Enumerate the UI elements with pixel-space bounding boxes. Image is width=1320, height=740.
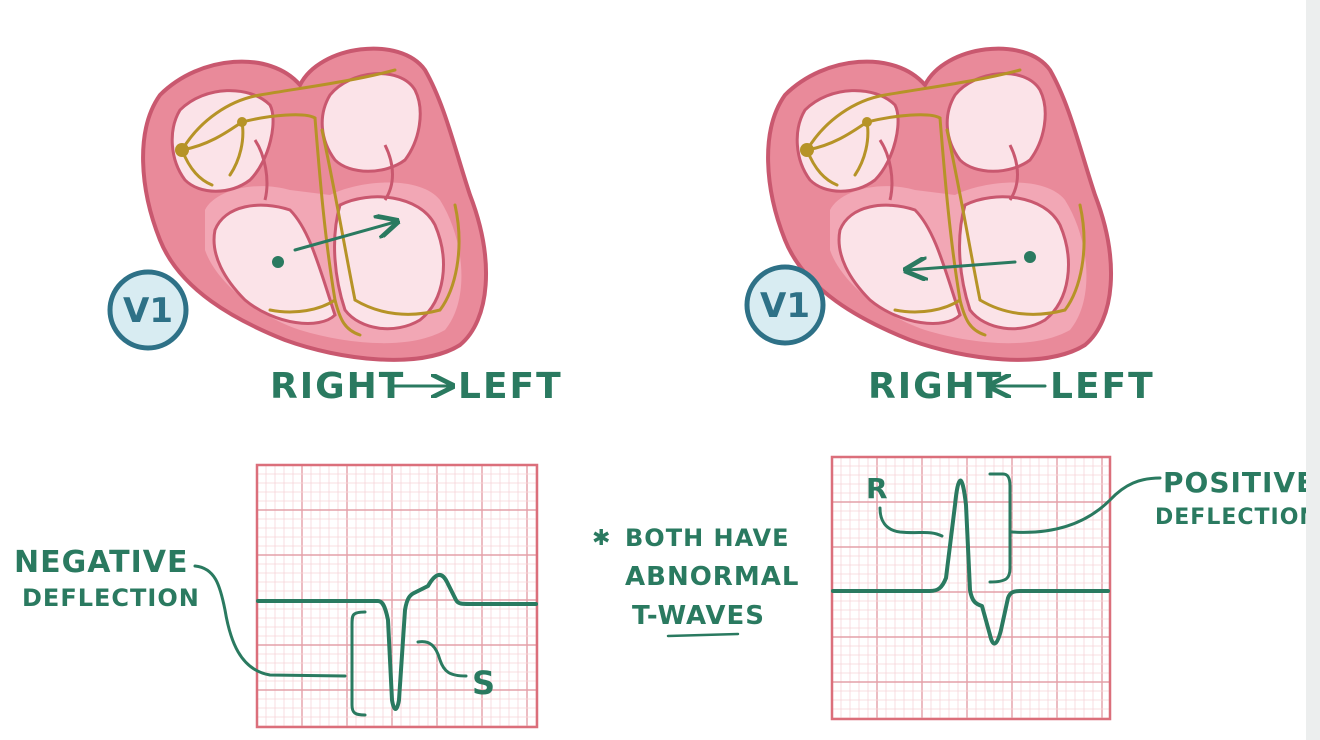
ecg-trace-negative [256,573,538,711]
direction-from-label: RIGHT [270,366,405,407]
heart-left [141,46,488,362]
heart-left-atrium [320,72,422,173]
av-node [237,117,247,127]
note-underline [666,632,740,638]
annotation-leader-line [1010,476,1162,534]
s-wave-label: S [472,664,497,702]
deflection-bracket [350,610,367,717]
vector-origin-dot [272,256,284,268]
window-edge [1306,0,1320,740]
note-star-icon: ✱ [592,526,611,551]
heart-left-ventricle [333,195,445,331]
ecg-grid-border [830,455,1112,721]
annotation-sub-label: DEFLECTION [1155,505,1319,530]
direction-from-label: RIGHT [868,366,1003,407]
note-line-1: BOTH HAVE [625,524,790,552]
ecg-grid-background [257,465,537,727]
sa-node [175,143,189,157]
heart-right [766,46,1113,362]
note-line-3: T-WAVES [632,601,765,631]
annotation-main-label: NEGATIVE [14,545,188,580]
note-line-2: ABNORMAL [625,562,799,592]
lead-label: V1 [123,291,173,331]
direction-to-label: LEFT [458,366,563,407]
annotation-leader-line [193,564,347,678]
direction-arrow-icon [293,222,395,252]
r-wave-label: R [866,472,890,505]
vector-origin-dot [1024,251,1036,263]
s-wave-leader [416,640,468,678]
ecg-grid-border [255,463,539,729]
deflection-bracket [988,472,1012,584]
ecg-grid-left [255,463,539,729]
direction-to-label: LEFT [1050,366,1155,407]
lead-badge-icon: V1 [744,264,826,346]
heart-right-atrium [170,89,275,193]
lead-label: V1 [760,286,810,326]
direction-arrow-icon [908,262,1017,270]
annotation-sub-label: DEFLECTION [22,584,200,612]
r-wave-leader [878,506,944,538]
ecg-trace-positive [831,478,1110,646]
lead-badge-icon: V1 [107,269,189,351]
annotation-main-label: POSITIVE [1163,466,1316,499]
